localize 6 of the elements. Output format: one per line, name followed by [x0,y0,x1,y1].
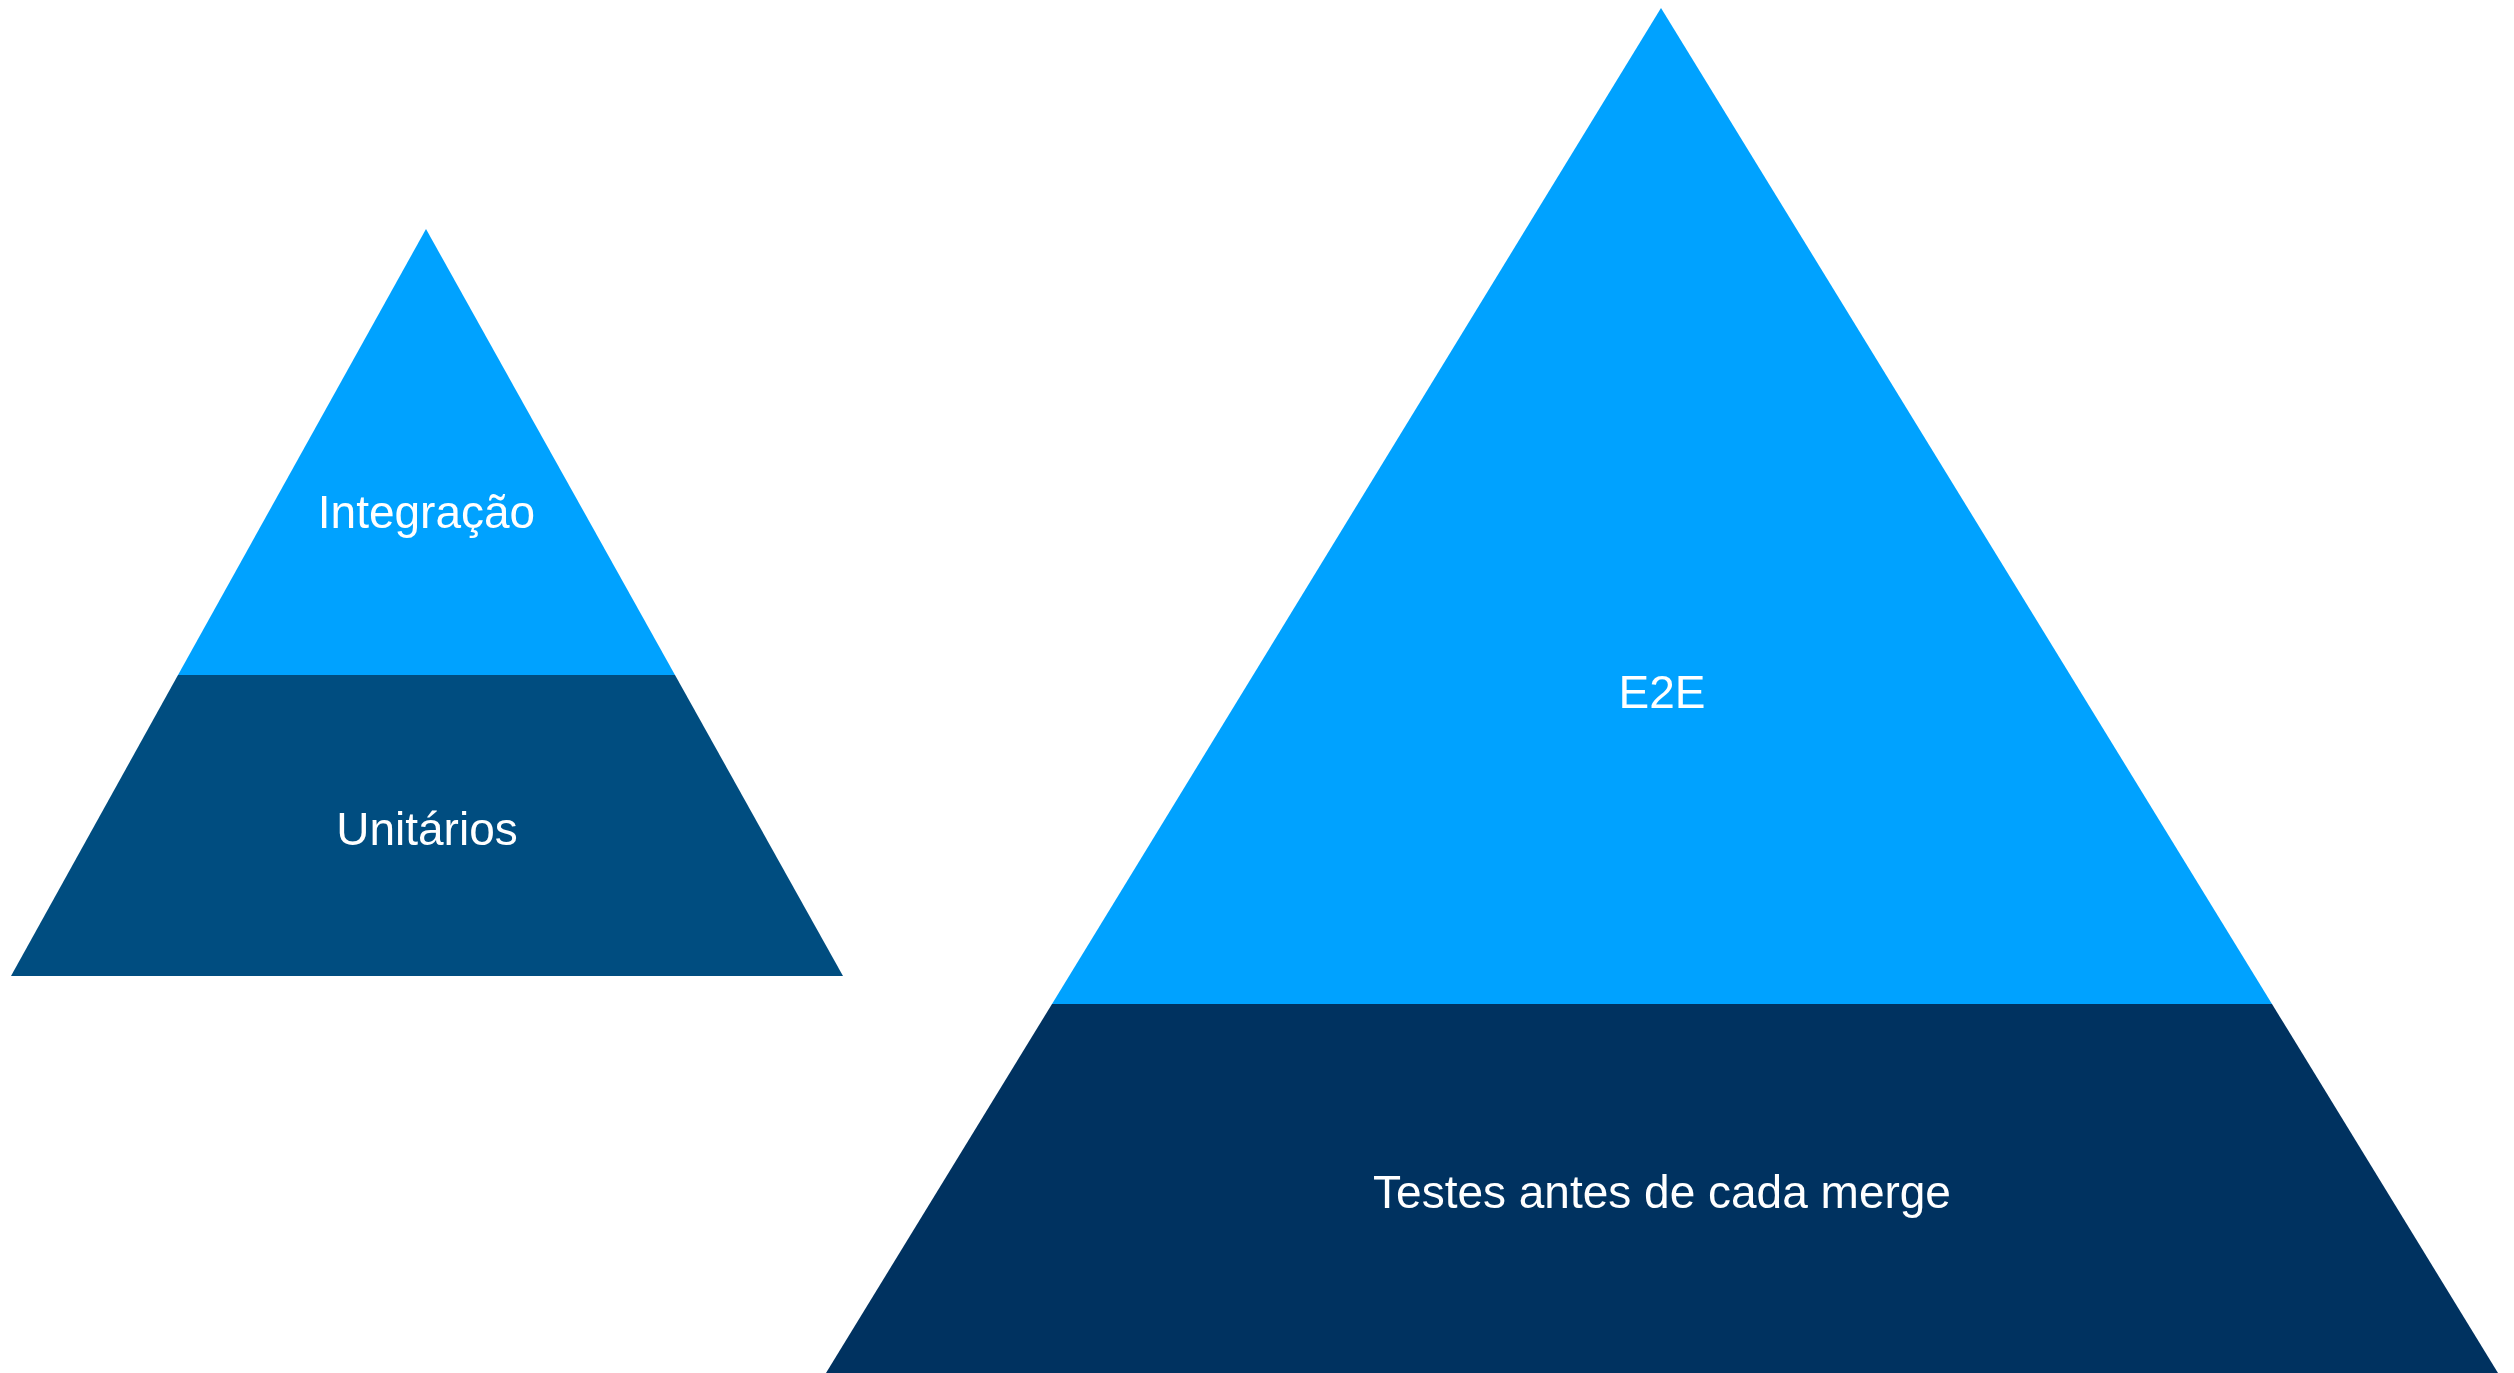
pyramid-layer [1052,8,2272,1004]
layer-label: E2E [1618,669,1706,715]
pyramid-layer [178,229,675,675]
layer-label: Unitários [336,806,518,852]
pyramid-layer [11,675,843,976]
pyramid-layer [826,1004,2498,1373]
